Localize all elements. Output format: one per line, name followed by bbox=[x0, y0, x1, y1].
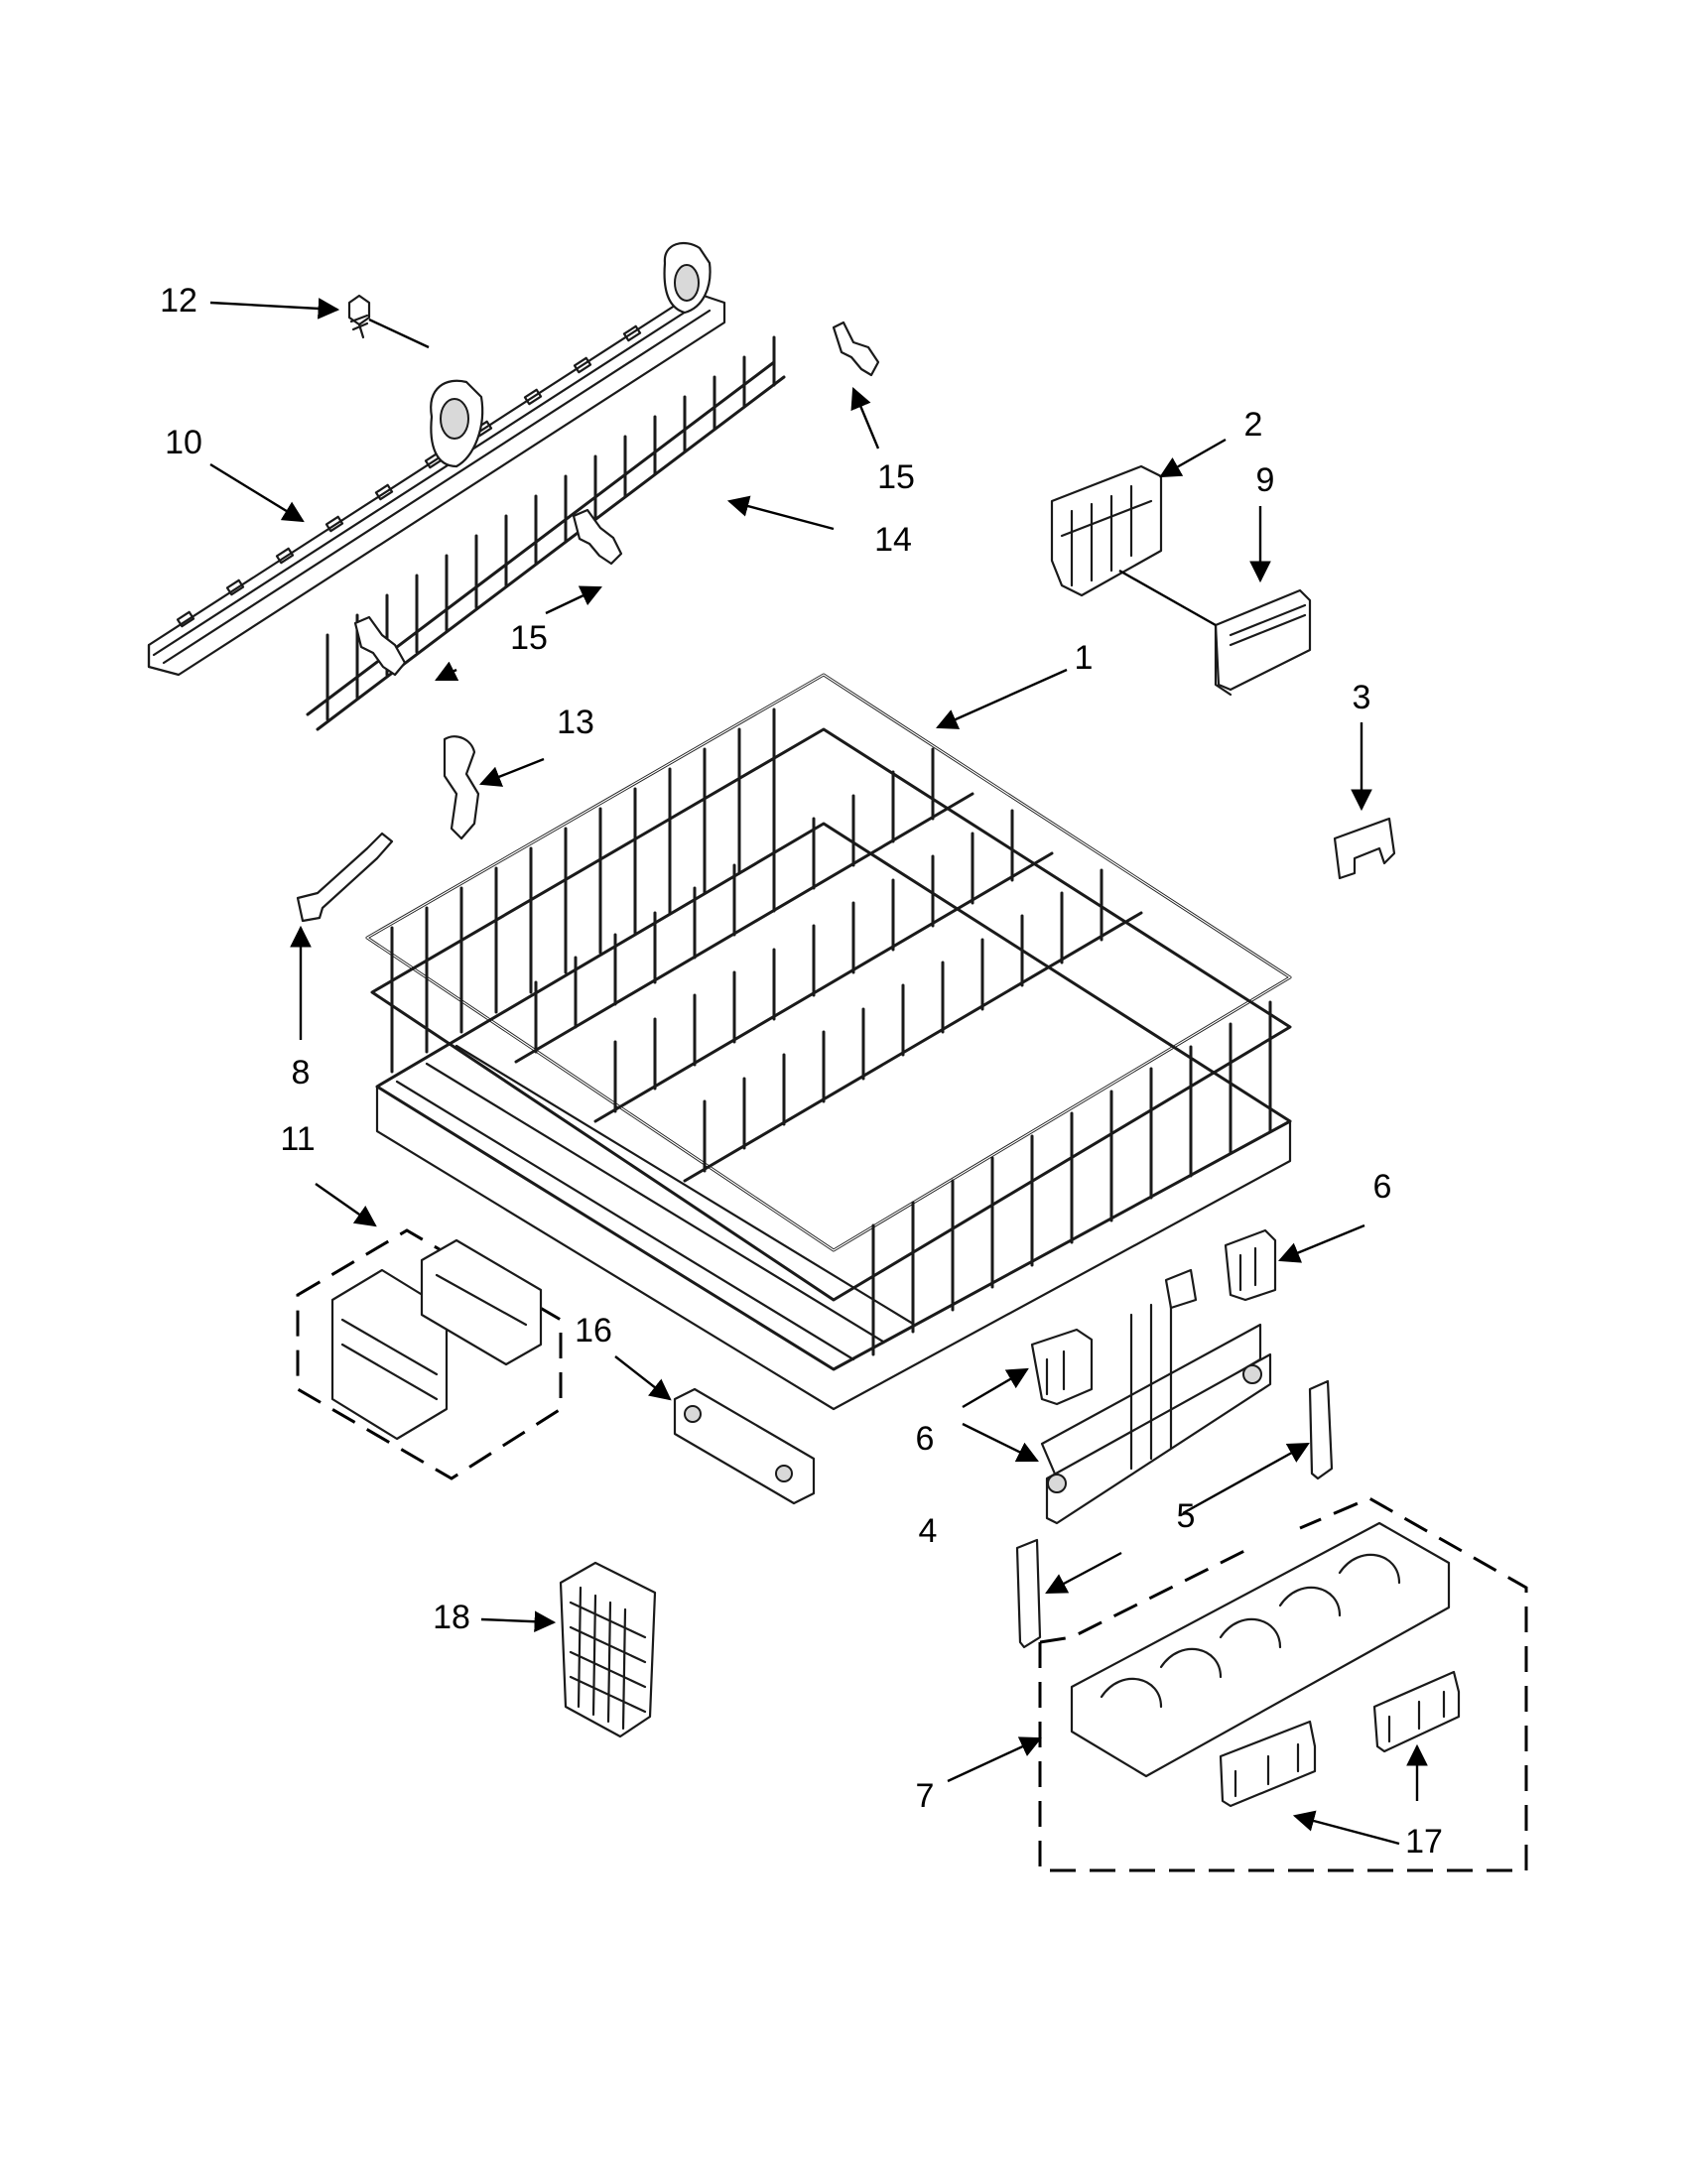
part-16-rail-insert bbox=[673, 1387, 816, 1505]
callout-1: 1 bbox=[1075, 639, 1094, 677]
callout-12: 12 bbox=[160, 282, 197, 320]
part-5-post-left bbox=[1015, 1538, 1042, 1649]
part-10-rail bbox=[147, 241, 726, 677]
part-8-arm bbox=[296, 832, 394, 923]
callout-10: 10 bbox=[165, 424, 202, 461]
callout-15a: 15 bbox=[877, 458, 915, 496]
part-7-tine-insert bbox=[1038, 1496, 1528, 1872]
callout-8: 8 bbox=[292, 1054, 311, 1092]
part-4-tine-frame bbox=[1040, 1268, 1272, 1525]
part-6-latch-lower bbox=[1030, 1328, 1094, 1406]
part-3-clip bbox=[1333, 817, 1396, 880]
callout-4: 4 bbox=[919, 1512, 938, 1550]
callout-5: 5 bbox=[1177, 1497, 1196, 1535]
part-13-handle-clip bbox=[443, 735, 480, 840]
part-9-cover bbox=[1214, 588, 1312, 697]
callout-16: 16 bbox=[575, 1312, 612, 1349]
callout-14: 14 bbox=[874, 521, 912, 559]
part-15-clip-lower-right bbox=[572, 508, 623, 566]
callout-11: 11 bbox=[280, 1120, 315, 1158]
part-5-post-right bbox=[1308, 1379, 1334, 1480]
part-15-clip-upper bbox=[832, 321, 880, 377]
part-1-upper-rack bbox=[365, 673, 1292, 1411]
callout-6a: 6 bbox=[1373, 1168, 1392, 1206]
leader-lines bbox=[209, 298, 1428, 1846]
callout-2: 2 bbox=[1244, 406, 1263, 444]
callout-15b: 15 bbox=[510, 619, 548, 657]
callout-18: 18 bbox=[433, 1599, 470, 1636]
part-6-latch-upper bbox=[1224, 1228, 1277, 1302]
part-11-kit bbox=[296, 1228, 563, 1480]
callout-3: 3 bbox=[1353, 679, 1371, 716]
part-17-clip-left bbox=[1219, 1720, 1317, 1808]
callout-17: 17 bbox=[1405, 1823, 1443, 1861]
part-18-basket bbox=[559, 1561, 657, 1738]
callout-7: 7 bbox=[916, 1777, 935, 1815]
callout-9: 9 bbox=[1256, 461, 1275, 499]
callout-13: 13 bbox=[557, 704, 594, 741]
part-15-clip-lower-left bbox=[353, 615, 407, 677]
part-17-clip-right bbox=[1372, 1670, 1461, 1753]
callout-labels: 1 2 3 4 5 6 6 7 8 9 10 11 12 13 14 15 15… bbox=[160, 282, 1443, 1861]
callout-6b: 6 bbox=[916, 1420, 935, 1458]
part-2-bracket bbox=[1050, 464, 1163, 597]
part-12-screw bbox=[347, 294, 371, 339]
